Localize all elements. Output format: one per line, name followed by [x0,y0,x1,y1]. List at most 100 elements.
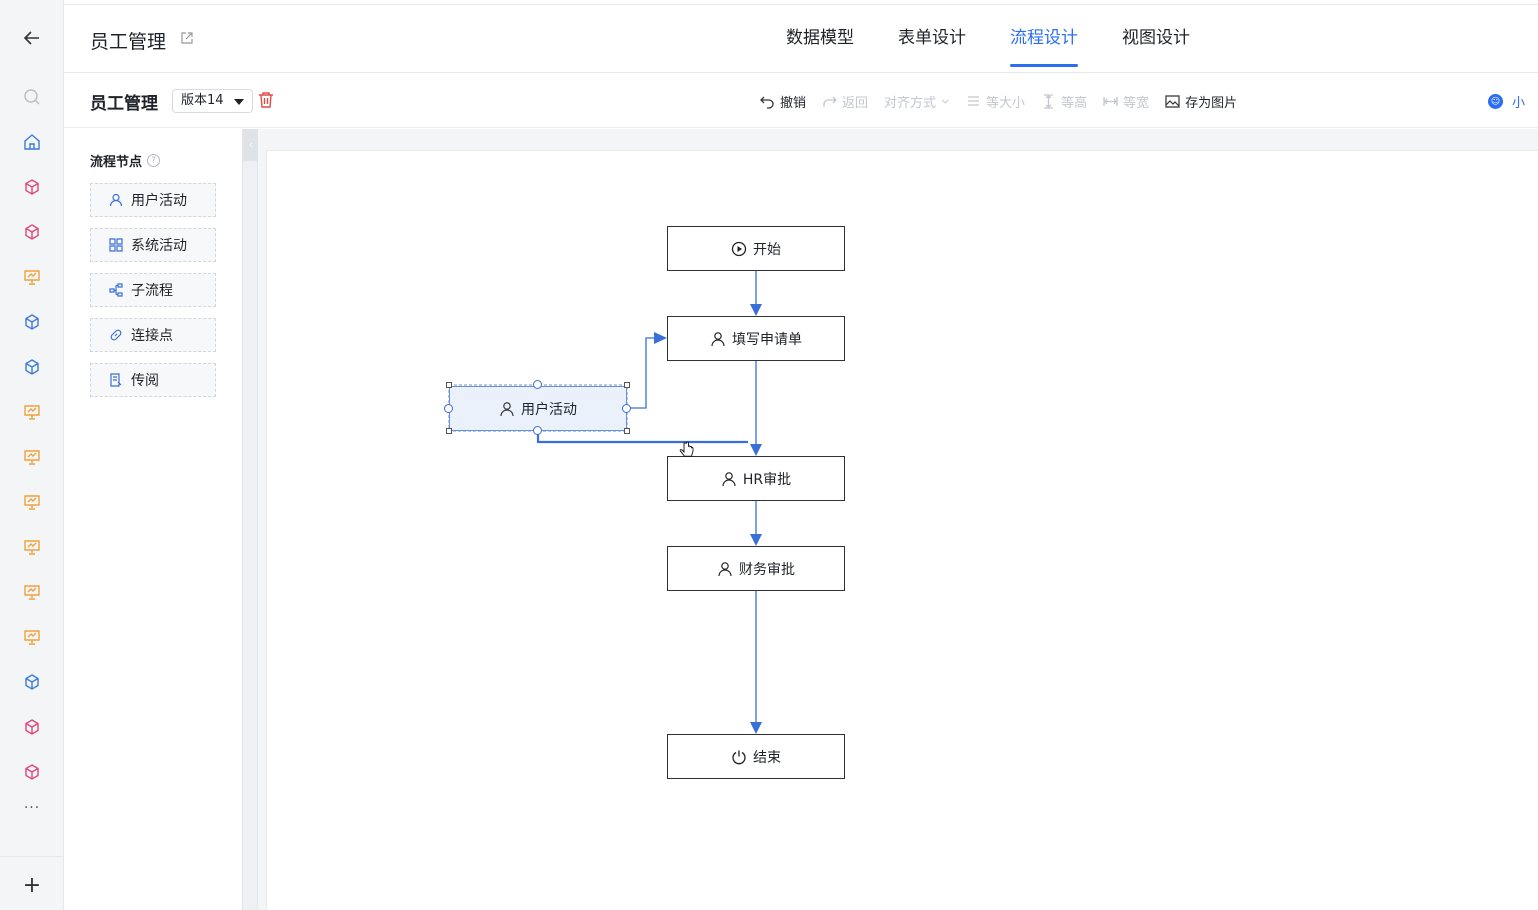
presentation-icon[interactable] [20,580,44,604]
node-label: 结束 [753,749,781,766]
app-title: 员工管理 [90,31,167,53]
palette-label: 传阅 [131,373,159,389]
align-label: 对齐方式 [884,95,937,111]
same-size-label: 等大小 [986,95,1026,111]
palette-label: 子流程 [131,283,173,299]
resize-handle[interactable] [446,382,452,388]
tab-data-model[interactable]: 数据模型 [786,28,854,48]
save-image-button[interactable]: 存为图片 [1165,92,1237,111]
doc-title: 员工管理 [90,94,158,114]
connect-port-top[interactable] [533,380,542,389]
trash-icon[interactable] [258,91,274,109]
presentation-icon[interactable] [20,265,44,289]
node-label: 财务审批 [739,561,795,578]
user-icon [109,193,123,207]
design-tabs: 数据模型 表单设计 流程设计 视图设计 [764,5,1212,73]
user-icon [500,401,514,416]
same-width-button[interactable]: 等宽 [1103,92,1149,111]
undo-icon [760,96,774,109]
cube-icon[interactable] [20,760,44,784]
grid-icon [109,238,123,252]
same-size-button[interactable]: 等大小 [966,92,1025,111]
resize-handle[interactable] [624,428,630,434]
circulate-icon [110,373,122,387]
same-width-label: 等宽 [1123,95,1150,111]
flow-node-panel: 流程节点 ? 用户活动 系统活动 子流程 连接点 传阅 [64,129,242,910]
flow-node-end[interactable]: 结束 [667,734,845,779]
panel-title: 流程节点 ? [90,151,161,170]
add-app-button[interactable]: + [22,873,42,898]
version-select[interactable]: 版本14 [172,89,253,113]
palette-subflow[interactable]: 子流程 [90,273,216,307]
cube-icon[interactable] [20,715,44,739]
subflow-icon [109,283,123,297]
avatar-icon: ☺ [1488,94,1503,109]
palette-label: 系统活动 [131,238,187,254]
redo-icon [823,96,837,107]
tab-flow-design[interactable]: 流程设计 [988,5,1100,73]
flow-node-start[interactable]: 开始 [667,226,845,271]
palette-user-activity[interactable]: 用户活动 [90,183,216,217]
help-icon[interactable]: ? [147,154,161,167]
undo-button[interactable]: 撤销 [760,92,806,111]
play-circle-icon [731,241,747,256]
palette-circulate[interactable]: 传阅 [90,363,216,397]
resize-handle[interactable] [624,382,630,388]
palette-connector[interactable]: 连接点 [90,318,216,352]
tab-form-design[interactable]: 表单设计 [898,28,966,48]
link-icon [110,329,122,341]
cube-icon[interactable] [20,670,44,694]
user-menu[interactable]: ☺ 小 [1488,92,1525,111]
same-height-icon [1044,93,1054,109]
align-dropdown[interactable]: 对齐方式 [884,92,950,111]
palette-label: 用户活动 [131,193,187,209]
tab-view-design[interactable]: 视图设计 [1122,28,1190,48]
palette-label: 连接点 [131,328,173,344]
rail-divider [0,856,64,857]
flow-node-finance-approval[interactable]: 财务审批 [667,546,845,591]
node-label: 开始 [753,241,781,258]
external-link-icon[interactable] [180,31,194,45]
same-height-label: 等高 [1061,95,1088,111]
node-label: 填写申请单 [732,331,802,348]
editor-toolbar: 员工管理 版本14 撤销 返回 对齐方式 等大小 [64,74,1538,128]
same-width-icon [1103,96,1118,106]
left-rail: ··· + [0,0,64,910]
back-arrow-icon[interactable] [20,26,44,50]
cube-icon[interactable] [20,310,44,334]
presentation-icon[interactable] [20,490,44,514]
resize-handle[interactable] [446,428,452,434]
connect-port-left[interactable] [444,404,453,413]
user-name: 小 [1512,96,1526,111]
presentation-icon[interactable] [20,400,44,424]
home-icon[interactable] [20,130,44,154]
presentation-icon[interactable] [20,445,44,469]
redo-button[interactable]: 返回 [822,92,868,111]
image-icon [1165,94,1180,108]
search-icon[interactable] [20,85,44,109]
flow-canvas[interactable] [266,150,1538,910]
cube-icon[interactable] [20,355,44,379]
connect-port-bottom[interactable] [533,426,542,435]
same-height-button[interactable]: 等高 [1041,92,1087,111]
same-size-icon [968,95,980,106]
user-icon [722,471,736,486]
node-label: 用户活动 [521,401,577,418]
cube-icon[interactable] [20,175,44,199]
top-header: 员工管理 数据模型 表单设计 流程设计 视图设计 [64,5,1538,73]
cube-icon[interactable] [20,220,44,244]
flow-node-fill-form[interactable]: 填写申请单 [667,316,845,361]
presentation-icon[interactable] [20,625,44,649]
node-label: HR审批 [742,471,792,488]
collapse-panel-button[interactable]: ‹ [243,129,259,161]
palette-system-activity[interactable]: 系统活动 [90,228,216,262]
connect-port-right[interactable] [622,404,631,413]
flow-node-user-activity-selected[interactable]: 用户活动 [449,386,627,431]
more-apps-button[interactable]: ··· [23,800,41,816]
flow-node-hr-approval[interactable]: HR审批 [667,456,845,501]
version-label: 版本14 [181,93,224,108]
presentation-icon[interactable] [20,535,44,559]
chevron-down-icon [941,99,949,104]
panel-title-text: 流程节点 [90,155,143,170]
